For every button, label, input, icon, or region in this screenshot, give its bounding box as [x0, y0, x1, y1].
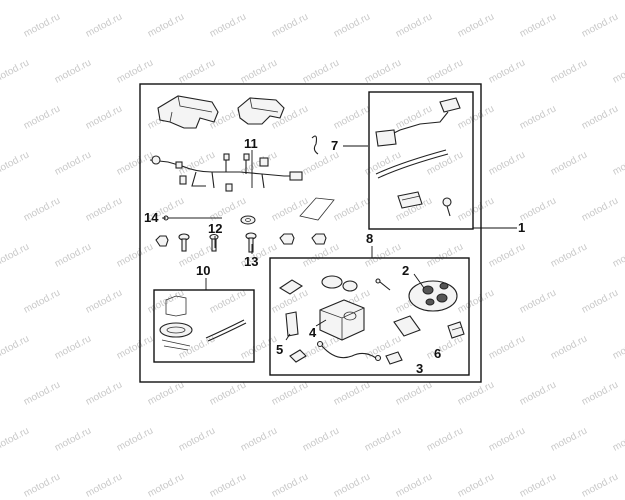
- callout-4: 4: [309, 325, 317, 340]
- watermark-text: motod.ru: [84, 471, 124, 499]
- watermark-text: motod.ru: [208, 471, 248, 499]
- clip-3-icon: [386, 352, 402, 364]
- watermark-text: motod.ru: [22, 471, 62, 499]
- callout-14: 14: [144, 210, 159, 225]
- watermark-text: motod.ru: [270, 471, 310, 499]
- bracket-5-icon: [286, 312, 298, 336]
- callout-7: 7: [331, 138, 338, 153]
- nut-mid-icon: [280, 234, 294, 244]
- grommet-icon: [448, 322, 464, 338]
- watermark-text: motod.ru: [332, 471, 372, 499]
- callout-10: 10: [196, 263, 210, 278]
- bolt-12-icon: [210, 235, 218, 252]
- nut-left-icon: [156, 236, 168, 246]
- cover-left-icon: [158, 96, 218, 128]
- main-wire-harness-icon: [150, 154, 302, 191]
- cover-right-icon: [238, 98, 284, 124]
- callout-6: 6: [434, 346, 441, 361]
- cable-tie-icon: [376, 150, 448, 178]
- watermark-text: motod.ru: [394, 471, 434, 499]
- parts-diagram: 1 2 3 4 5 6 7 8 10 11 12 13 14: [0, 0, 625, 468]
- group-7-box: [369, 92, 473, 229]
- callout-1: 1: [518, 220, 525, 235]
- nut-right-icon: [312, 234, 326, 244]
- callout-12: 12: [208, 221, 222, 236]
- tape-pad-icon: [280, 280, 302, 294]
- watermark-text: motod.ru: [518, 471, 558, 499]
- tapping-screw-icon: [443, 198, 451, 216]
- small-pad-icon: [290, 350, 306, 362]
- mount-bracket-icon: [160, 296, 192, 350]
- washer-icon: [241, 216, 255, 224]
- pad-icon: [300, 198, 334, 220]
- callout-8: 8: [366, 231, 373, 246]
- screw-13-icon: [246, 233, 256, 252]
- label-sheet-icon: [394, 316, 420, 336]
- callout-2: 2: [402, 263, 409, 278]
- small-screw-icon: [376, 279, 390, 290]
- clamp-icon: [398, 192, 422, 208]
- callout-3: 3: [416, 361, 423, 376]
- bolt-a-icon: [179, 234, 189, 251]
- siren-wire-icon: [318, 342, 381, 361]
- watermark-text: motod.ru: [146, 471, 186, 499]
- remote-fob-icon: [409, 281, 457, 311]
- callout-5: 5: [276, 342, 283, 357]
- watermark-text: motod.ru: [580, 471, 620, 499]
- callout-11: 11: [244, 136, 258, 151]
- alarm-unit-icon: [320, 300, 364, 340]
- small-hook-icon: [312, 136, 318, 154]
- watermark-text: motod.ru: [456, 471, 496, 499]
- key-tag-icon: [322, 276, 357, 291]
- mount-rod-icon: [206, 320, 246, 341]
- callout-13: 13: [244, 254, 258, 269]
- tie-rod-icon: [164, 216, 222, 220]
- connector-harness-icon: [376, 98, 460, 146]
